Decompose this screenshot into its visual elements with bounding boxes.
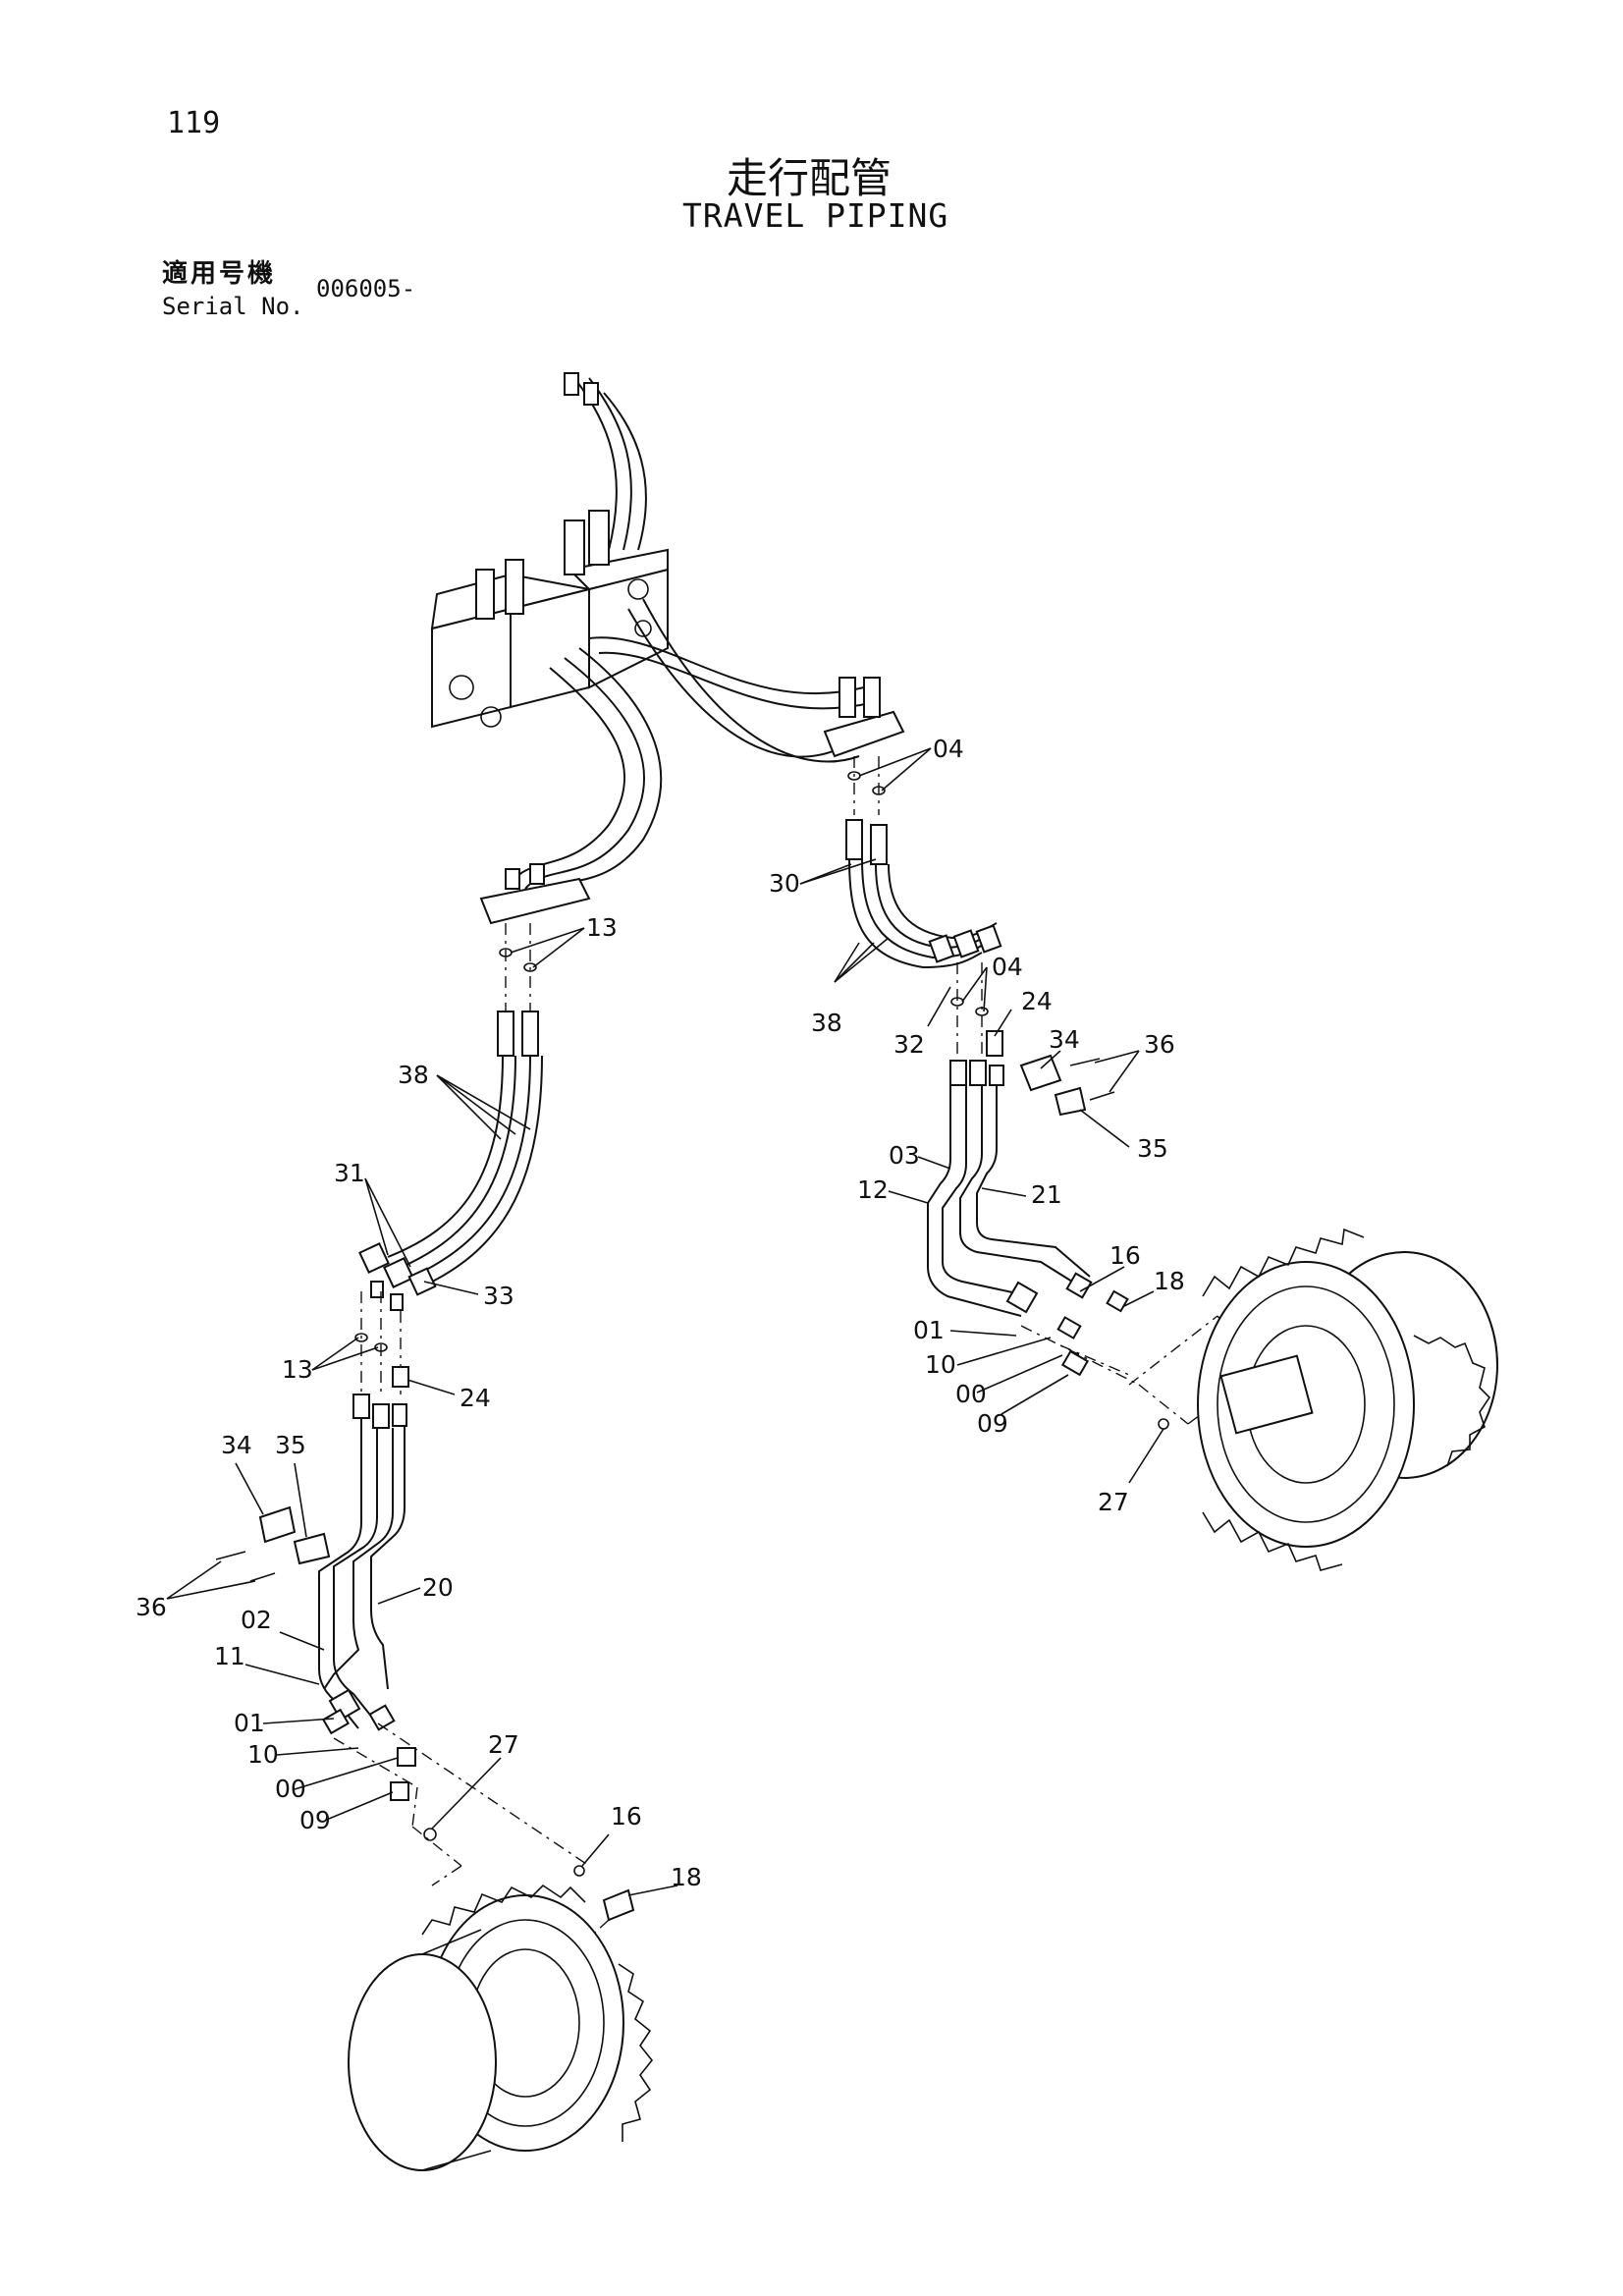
part-label-21: 21 xyxy=(1031,1180,1062,1209)
part-label-24: 24 xyxy=(460,1384,491,1412)
part-label-32: 32 xyxy=(893,1030,925,1059)
left-travel-motor xyxy=(348,1884,654,2171)
left-middle-hoses xyxy=(358,923,543,1311)
part-label-27: 27 xyxy=(488,1730,519,1759)
part-label-00: 00 xyxy=(955,1380,987,1408)
part-label-13: 13 xyxy=(282,1355,313,1384)
right-clamps xyxy=(1019,1054,1115,1117)
part-label-10: 10 xyxy=(925,1350,956,1379)
left-upper-hoses xyxy=(479,647,662,925)
part-label-03: 03 xyxy=(889,1141,920,1170)
part-label-33: 33 xyxy=(483,1282,514,1310)
supply-hoses xyxy=(564,372,647,551)
serial-number-value: 006005- xyxy=(316,275,416,302)
part-label-02: 02 xyxy=(241,1606,272,1634)
part-label-10: 10 xyxy=(247,1740,279,1769)
title-japanese: 走行配管 xyxy=(727,154,893,202)
leader-lines xyxy=(166,747,1164,1896)
part-label-16: 16 xyxy=(611,1802,642,1831)
part-label-20: 20 xyxy=(422,1573,454,1602)
part-label-35: 35 xyxy=(1137,1134,1168,1163)
right-upper-hoses xyxy=(588,598,905,763)
part-label-09: 09 xyxy=(299,1806,331,1834)
left-clamps xyxy=(215,1505,331,1582)
part-label-00: 00 xyxy=(275,1775,306,1803)
part-label-30: 30 xyxy=(769,869,800,898)
serial-label-japanese: 適用号機 xyxy=(162,259,277,289)
part-label-34: 34 xyxy=(1049,1025,1080,1054)
part-label-38: 38 xyxy=(811,1009,842,1037)
control-valve-block xyxy=(430,510,669,729)
part-label-04: 04 xyxy=(933,735,964,763)
right-lower-pipes xyxy=(927,962,1268,1430)
part-number-labels: 04 30 13 04 24 38 32 34 36 38 35 03 12 2… xyxy=(135,735,1185,1891)
part-label-36: 36 xyxy=(135,1593,167,1621)
part-label-01: 01 xyxy=(913,1316,945,1344)
right-travel-motor xyxy=(1197,1228,1498,1571)
serial-label-english: Serial No. xyxy=(162,293,304,320)
part-label-35: 35 xyxy=(275,1431,306,1459)
part-label-04: 04 xyxy=(992,953,1023,981)
part-label-18: 18 xyxy=(1154,1267,1185,1295)
left-fittings xyxy=(549,1865,635,1975)
page-number: 119 xyxy=(167,106,221,140)
part-label-11: 11 xyxy=(214,1642,245,1670)
part-label-31: 31 xyxy=(334,1159,365,1187)
part-label-13: 13 xyxy=(586,913,618,942)
part-label-01: 01 xyxy=(234,1709,265,1737)
part-label-34: 34 xyxy=(221,1431,252,1459)
part-label-09: 09 xyxy=(977,1409,1008,1438)
part-label-16: 16 xyxy=(1109,1241,1141,1270)
part-label-12: 12 xyxy=(857,1175,889,1204)
right-middle-hoses xyxy=(845,756,1002,969)
part-label-38: 38 xyxy=(398,1061,429,1089)
part-label-18: 18 xyxy=(671,1863,702,1891)
part-label-36: 36 xyxy=(1144,1030,1175,1059)
part-label-24: 24 xyxy=(1021,987,1053,1015)
title-english: TRAVEL PIPING xyxy=(682,196,949,235)
part-label-27: 27 xyxy=(1098,1488,1129,1516)
left-lower-pipes xyxy=(318,1291,590,1886)
